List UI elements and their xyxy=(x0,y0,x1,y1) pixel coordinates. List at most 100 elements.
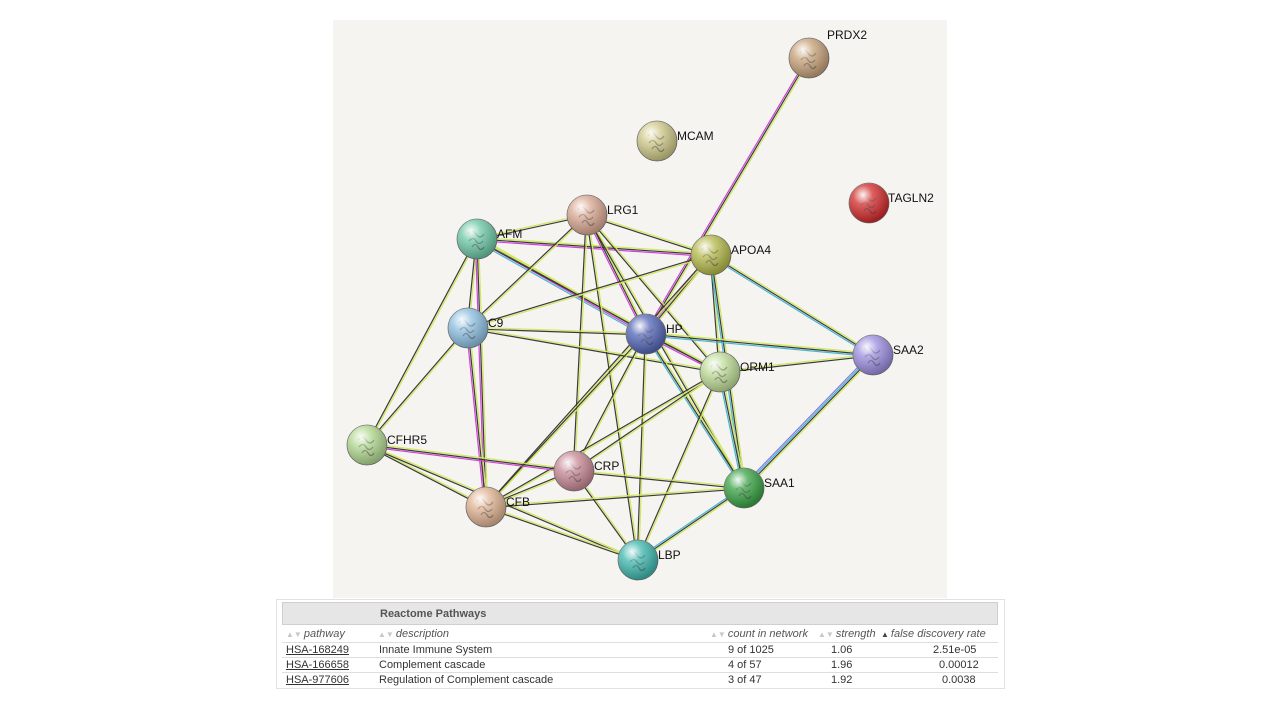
edge-CFB-SAA1[interactable] xyxy=(485,486,745,509)
node-gloss xyxy=(853,335,893,375)
edge-evidence-database xyxy=(475,240,646,337)
edge-APOA4-C9[interactable] xyxy=(467,253,712,330)
edge-HP-SAA1[interactable] xyxy=(644,332,746,490)
col-header-count[interactable]: ▲▼count in network xyxy=(710,628,808,640)
edge-evidence-coexpression xyxy=(586,215,711,257)
edge-ORM1-LBP[interactable] xyxy=(636,371,722,561)
pathway-link[interactable]: HSA-166658 xyxy=(286,659,349,671)
protein-node-mcam[interactable]: MCAM xyxy=(636,120,714,162)
edge-evidence-textmining xyxy=(719,353,873,372)
edge-evidence-database xyxy=(636,486,744,560)
edge-AFM-APOA4[interactable] xyxy=(476,236,712,258)
protein-node-lrg1[interactable]: LRG1 xyxy=(566,194,639,236)
edge-SAA2-SAA1[interactable] xyxy=(741,352,876,491)
node-gloss xyxy=(691,235,731,275)
edge-evidence-textmining xyxy=(587,213,712,255)
pathway-link[interactable]: HSA-977606 xyxy=(286,674,349,686)
node-label: SAA2 xyxy=(893,343,924,357)
node-label: MCAM xyxy=(677,129,714,143)
edge-evidence-coexpression xyxy=(485,370,720,507)
node-gloss xyxy=(466,487,506,527)
edge-evidence-experimental xyxy=(465,328,486,508)
edge-evidence-textmining xyxy=(367,442,575,471)
edge-LRG1-CRP[interactable] xyxy=(572,214,589,472)
protein-node-crp[interactable]: CRP xyxy=(553,450,619,492)
edge-ORM1-SAA2[interactable] xyxy=(719,353,874,374)
edge-evidence-textmining xyxy=(367,239,479,446)
edge-C9-ORM1[interactable] xyxy=(467,326,721,374)
node-label: LBP xyxy=(658,548,681,562)
edge-evidence-coexpression xyxy=(637,487,745,561)
edge-evidence-database xyxy=(742,354,873,488)
edge-ORM1-CFB[interactable] xyxy=(485,370,721,509)
edge-evidence-textmining xyxy=(486,505,639,560)
edge-CRP-SAA1[interactable] xyxy=(573,469,745,490)
edge-evidence-coexpression xyxy=(744,355,875,489)
edge-C9-CFB[interactable] xyxy=(465,327,489,508)
protein-node-hp[interactable]: HP xyxy=(625,313,683,355)
node-label: AFM xyxy=(497,227,522,241)
node-label: ORM1 xyxy=(740,360,775,374)
edge-evidence-textmining xyxy=(486,334,648,508)
fdr-cell: 0.00012 xyxy=(939,659,979,671)
edge-evidence-coexpression xyxy=(476,238,712,256)
edge-CFB-LBP[interactable] xyxy=(485,505,639,562)
edge-evidence-experimental xyxy=(366,445,574,474)
edge-evidence-coexpression xyxy=(645,333,745,489)
edge-LRG1-APOA4[interactable] xyxy=(586,213,712,257)
node-gloss xyxy=(448,308,488,348)
node-gloss xyxy=(700,352,740,392)
edge-C9-HP[interactable] xyxy=(467,326,647,336)
protein-node-lbp[interactable]: LBP xyxy=(617,539,681,581)
col-header-pathway[interactable]: ▲▼pathway xyxy=(286,628,345,640)
edge-evidence-textmining xyxy=(587,214,746,488)
edge-evidence-coexpression xyxy=(467,213,587,328)
edge-evidence-textmining xyxy=(486,372,721,509)
edge-evidence-coexpression xyxy=(585,215,720,373)
edge-AFM-CFHR5[interactable] xyxy=(365,238,479,446)
edge-C9-CFHR5[interactable] xyxy=(365,327,470,446)
node-gloss xyxy=(626,314,666,354)
edge-LRG1-C9[interactable] xyxy=(467,213,588,330)
edge-evidence-textmining xyxy=(477,236,712,255)
col-header-fdr[interactable]: ▲false discovery rate xyxy=(881,628,986,640)
edge-evidence-coexpression xyxy=(572,214,587,471)
pathway-link[interactable]: HSA-168249 xyxy=(286,644,349,656)
node-gloss xyxy=(567,195,607,235)
edge-ORM1-CRP[interactable] xyxy=(573,370,721,473)
edge-CFHR5-CRP[interactable] xyxy=(366,442,575,474)
node-gloss xyxy=(849,183,889,223)
edge-HP-SAA2[interactable] xyxy=(645,331,874,358)
edge-evidence-coexpression xyxy=(467,253,711,328)
edge-LRG1-LBP[interactable] xyxy=(585,214,640,561)
edge-LRG1-ORM1[interactable] xyxy=(585,214,722,373)
edge-evidence-experimental xyxy=(476,239,711,258)
protein-node-cfb[interactable]: CFB xyxy=(465,486,530,528)
edge-evidence-textmining xyxy=(485,486,744,507)
edge-PRDX2-HP[interactable] xyxy=(644,56,811,336)
protein-node-prdx2[interactable]: PRDX2 xyxy=(788,28,867,79)
protein-node-cfhr5[interactable]: CFHR5 xyxy=(346,424,427,466)
edge-evidence-coexpression xyxy=(365,327,468,445)
edge-evidence-textmining xyxy=(468,326,647,334)
col-header-description[interactable]: ▲▼description xyxy=(378,628,450,640)
protein-node-c9[interactable]: C9 xyxy=(447,307,504,349)
edge-APOA4-SAA2[interactable] xyxy=(709,253,875,357)
edge-HP-LBP[interactable] xyxy=(636,333,648,561)
edge-evidence-experimental xyxy=(585,215,646,335)
protein-node-saa2[interactable]: SAA2 xyxy=(852,334,924,376)
protein-node-saa1[interactable]: SAA1 xyxy=(723,467,795,509)
edge-HP-CFB[interactable] xyxy=(484,333,648,508)
protein-node-afm[interactable]: AFM xyxy=(456,218,522,260)
edge-evidence-coexpression xyxy=(645,57,810,335)
edge-SAA1-LBP[interactable] xyxy=(636,486,746,562)
edge-evidence-textmining xyxy=(574,469,745,488)
protein-node-orm1[interactable]: ORM1 xyxy=(699,351,775,393)
edge-evidence-experimental xyxy=(644,56,809,334)
col-header-strength[interactable]: ▲▼strength xyxy=(818,628,876,640)
node-label: LRG1 xyxy=(607,203,639,217)
edge-AFM-ORM1[interactable] xyxy=(476,237,721,374)
protein-node-tagln2[interactable]: TAGLN2 xyxy=(848,182,934,224)
protein-node-apoa4[interactable]: APOA4 xyxy=(690,234,771,276)
